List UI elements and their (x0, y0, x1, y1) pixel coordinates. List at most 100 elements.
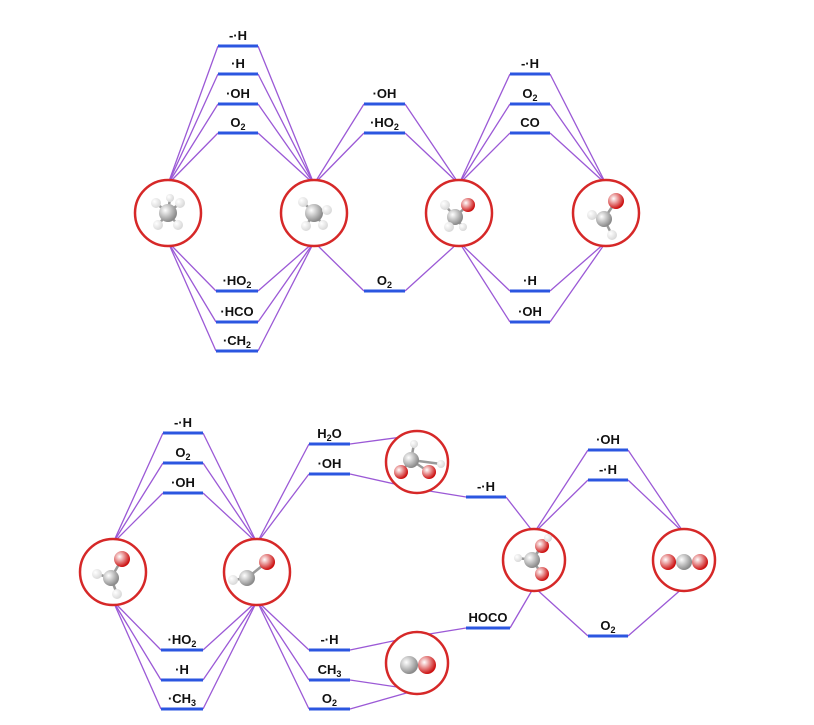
connector-b1-right (404, 103, 460, 185)
level-label-e3: -·H (320, 632, 338, 647)
atom-hydrogen (318, 220, 328, 230)
species-node-m6 (651, 527, 717, 593)
atom-carbon (305, 204, 323, 222)
connector-g3-right (627, 586, 685, 637)
species-node-n4 (571, 178, 641, 248)
connector-c1-left (458, 73, 511, 185)
connector-b3-left (313, 241, 365, 292)
connector-e1-left (256, 443, 310, 544)
level-label-a1: -·H (229, 28, 247, 43)
atom-oxygen (418, 656, 436, 674)
atom-hydrogen (153, 220, 163, 230)
atom-hydrogen (228, 575, 238, 585)
atom-oxygen (394, 465, 408, 479)
atom-hydrogen (607, 230, 617, 240)
level-label-a6: ·HCO (220, 304, 253, 319)
species-node-n3 (424, 178, 494, 248)
connector-d5-right (202, 600, 258, 681)
atom-hydrogen (92, 569, 102, 579)
atom-hydrogen (322, 205, 332, 215)
species-node-n1 (133, 178, 203, 248)
connector-e3-left (256, 600, 310, 651)
connector-d4-right (202, 600, 258, 651)
level-label-d1: -·H (174, 415, 192, 430)
atom-carbon (400, 656, 418, 674)
connector-a5-left (167, 241, 217, 292)
connector-d1-right (202, 432, 258, 544)
atom-hydrogen (173, 220, 183, 230)
atom-hydrogen (301, 221, 311, 231)
atom-hydrogen (298, 197, 308, 207)
atom-oxygen (660, 554, 676, 570)
connector-c3-left (458, 132, 511, 185)
level-label-e2: ·OH (318, 456, 342, 471)
species-node-n2 (279, 178, 349, 248)
atom-hydrogen (444, 222, 454, 232)
connector-f1-right (505, 496, 535, 534)
connector-a2-right (257, 73, 315, 185)
connector-d2-right (202, 462, 258, 544)
species-node-m1 (78, 537, 148, 607)
level-label-a2: ·H (231, 56, 245, 71)
level-label-e4: CH3 (318, 662, 342, 679)
atom-carbon (159, 204, 177, 222)
atom-carbon (403, 452, 419, 468)
species-node-m4 (384, 630, 450, 696)
connector-c1-right (549, 73, 607, 185)
connector-f2-right (509, 586, 535, 629)
connector-e4-left (256, 600, 310, 681)
connector-g2-left (533, 479, 589, 534)
connector-e5-left (256, 600, 310, 710)
atom-oxygen (535, 567, 549, 581)
connector-b3-right (404, 241, 460, 292)
level-label-c4: ·H (523, 273, 537, 288)
atom-carbon (239, 570, 255, 586)
level-label-b3: O2 (377, 273, 392, 290)
atom-oxygen (461, 198, 475, 212)
level-label-a7: ·CH2 (223, 333, 251, 350)
atom-oxygen (608, 193, 624, 209)
atom-oxygen (692, 554, 708, 570)
connector-lines (112, 45, 685, 710)
connector-a6-right (257, 241, 315, 323)
level-labels: -·H·H·OHO2·HO2·HCO·CH2·OH·HO2O2-·HO2CO·H… (168, 28, 620, 708)
atom-hydrogen (410, 440, 418, 448)
atom-hydrogen (459, 223, 467, 231)
connector-g3-left (533, 586, 589, 637)
connector-d3-left (112, 492, 164, 544)
species-node-m5 (501, 527, 567, 593)
level-label-g3: O2 (600, 618, 615, 635)
level-label-d3: ·OH (171, 475, 195, 490)
node-ring (222, 537, 292, 607)
connector-a7-left (167, 241, 217, 352)
level-label-c5: ·OH (518, 304, 542, 319)
connector-d5-left (112, 600, 162, 681)
atom-carbon (103, 570, 119, 586)
atom-hydrogen (175, 198, 185, 208)
level-label-a5: ·HO2 (223, 273, 252, 290)
connector-c2-right (549, 103, 607, 185)
connector-d4-left (112, 600, 162, 651)
atom-hydrogen (587, 210, 597, 220)
atom-carbon (676, 554, 692, 570)
level-label-d4: ·HO2 (168, 632, 197, 649)
level-label-c3: CO (520, 115, 540, 130)
atom-oxygen (114, 551, 130, 567)
connector-d1-left (112, 432, 164, 544)
connector-c2-left (458, 103, 511, 185)
level-label-c1: -·H (521, 56, 539, 71)
atom-hydrogen (437, 460, 445, 468)
level-label-g1: ·OH (596, 432, 620, 447)
connector-a7-right (257, 241, 315, 352)
atom-oxygen (422, 465, 436, 479)
connector-c5-right (549, 241, 607, 323)
connector-b1-left (313, 103, 365, 185)
connector-d3-right (202, 492, 258, 544)
level-label-e1: H2O (317, 426, 342, 443)
species-nodes (78, 178, 717, 696)
atom-hydrogen (514, 554, 522, 562)
connector-a3-right (257, 103, 315, 185)
connector-c4-left (458, 241, 511, 292)
atom-hydrogen (112, 589, 122, 599)
